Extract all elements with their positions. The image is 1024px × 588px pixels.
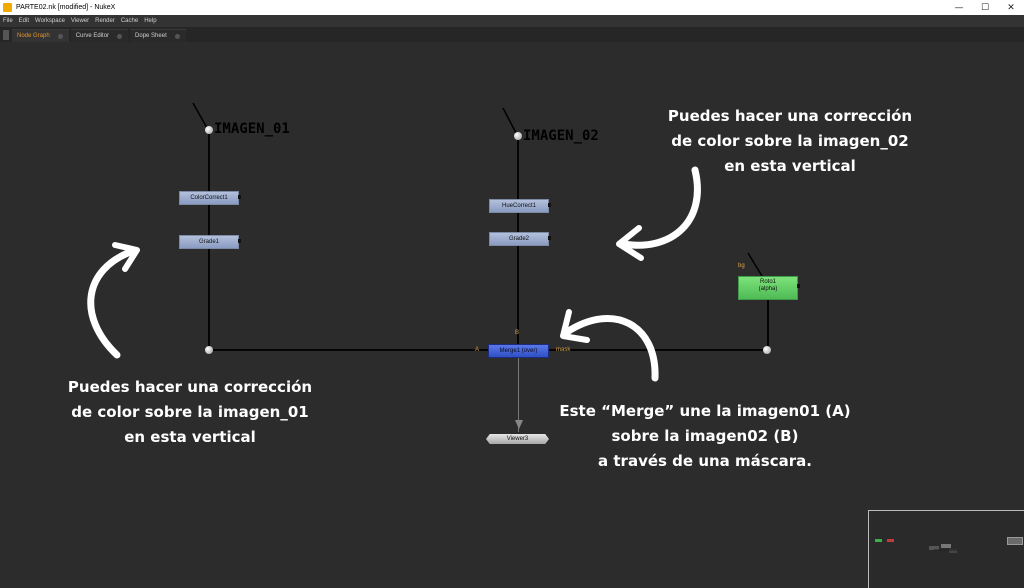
node-output-tick	[238, 239, 241, 243]
tab-close-icon[interactable]	[57, 33, 63, 39]
curved-arrow-right-icon	[616, 166, 701, 261]
arrow-down-icon	[515, 420, 523, 429]
menu-cache[interactable]: Cache	[120, 18, 139, 24]
node-colorcorrect1[interactable]: ColorCorrect1	[179, 191, 239, 205]
close-button[interactable]: ✕	[1007, 2, 1015, 13]
annotation-imagen02: Puedes hacer una corrección de color sob…	[640, 104, 940, 179]
node-roto1[interactable]: Roto1 (alpha)	[738, 276, 798, 300]
node-graph-minimap[interactable]	[868, 510, 1024, 588]
wire-roto-vertical	[767, 294, 769, 349]
menu-edit[interactable]: Edit	[18, 18, 30, 24]
minimap-marker	[887, 539, 894, 542]
node-grade2[interactable]: Grade2	[489, 232, 549, 246]
tab-label: Node Graph	[17, 33, 50, 39]
input-arrow-icon	[502, 107, 517, 134]
menu-viewer[interactable]: Viewer	[70, 18, 90, 24]
input-label-mask: mask	[556, 347, 571, 353]
annotation-merge: Este “Merge” une la imagen01 (A) sobre l…	[555, 399, 855, 474]
curved-arrow-left-icon	[87, 242, 140, 359]
node-output-tick	[548, 236, 551, 240]
read-dot-imagen01[interactable]	[205, 126, 213, 134]
input-label-a: A	[475, 347, 480, 353]
maximize-button[interactable]: ☐	[980, 2, 990, 13]
node-merge1[interactable]: Merge1 (over)	[488, 344, 549, 358]
panel-tab-bar: Node Graph Curve Editor Dope Sheet	[0, 27, 1024, 42]
annotation-line: sobre la imagen02 (B)	[611, 427, 799, 445]
minimap-viewport[interactable]	[1007, 537, 1023, 545]
annotation-line: de color sobre la imagen_01	[71, 403, 309, 421]
node-viewer3[interactable]: Viewer3	[486, 434, 549, 444]
node-output-tick	[548, 203, 551, 207]
menu-help[interactable]: Help	[144, 18, 157, 24]
minimap-marker	[875, 539, 882, 542]
roto-name: Roto1	[759, 279, 776, 285]
annotation-line: Puedes hacer una corrección	[667, 107, 913, 125]
annotation-line: a través de una máscara.	[598, 452, 812, 470]
read-dot-imagen02[interactable]	[514, 132, 522, 140]
window-title: PARTE02.nk [modified] - NukeX	[16, 4, 116, 11]
annotation-line: de color sobre la imagen_02	[671, 132, 909, 150]
input-label-bg: bg	[738, 263, 745, 269]
input-label-b: B	[515, 330, 520, 336]
annotation-imagen01: Puedes hacer una corrección de color sob…	[40, 375, 340, 450]
menu-file[interactable]: File	[3, 18, 13, 24]
node-huecorrect1[interactable]: HueCorrect1	[489, 199, 549, 213]
tab-label: Dope Sheet	[135, 33, 167, 39]
node-grade1[interactable]: Grade1	[179, 235, 239, 249]
roto-channel: (alpha)	[758, 286, 778, 292]
dot-node-right[interactable]	[763, 346, 771, 354]
tab-close-icon[interactable]	[174, 33, 180, 39]
dot-node-left[interactable]	[205, 346, 213, 354]
panel-grip-icon[interactable]	[3, 30, 9, 40]
tab-label: Curve Editor	[75, 33, 110, 39]
minimize-button[interactable]: —	[954, 2, 964, 13]
menu-render[interactable]: Render	[95, 18, 115, 24]
wire-merge-to-viewer	[518, 358, 519, 432]
menu-workspace[interactable]: Workspace	[35, 18, 65, 24]
title-bar: PARTE02.nk [modified] - NukeX — ☐ ✕	[0, 0, 1024, 15]
read-label-imagen01: IMAGEN_01	[214, 121, 290, 137]
input-arrow-icon	[747, 252, 763, 277]
tab-close-icon[interactable]	[117, 33, 123, 39]
menu-bar: File Edit Workspace Viewer Render Cache …	[0, 15, 1024, 27]
annotation-line: en esta vertical	[124, 428, 256, 446]
node-graph-canvas[interactable]: IMAGEN_01 IMAGEN_02 ColorCorrect1 Grade1…	[0, 42, 1024, 588]
tab-node-graph[interactable]: Node Graph	[12, 29, 69, 42]
tab-curve-editor[interactable]: Curve Editor	[70, 29, 129, 42]
annotation-line: Puedes hacer una corrección	[67, 378, 313, 396]
nuke-app-icon	[3, 3, 12, 12]
read-label-imagen02: IMAGEN_02	[523, 128, 599, 144]
node-output-tick	[797, 284, 800, 288]
curved-arrow-merge-icon	[560, 309, 659, 382]
tab-dope-sheet[interactable]: Dope Sheet	[130, 29, 186, 42]
node-output-tick	[238, 195, 241, 199]
minimap-node-cluster	[929, 544, 957, 553]
input-arrow-icon	[192, 102, 208, 129]
annotation-line: Este “Merge” une la imagen01 (A)	[559, 402, 851, 420]
annotation-line: en esta vertical	[724, 157, 856, 175]
